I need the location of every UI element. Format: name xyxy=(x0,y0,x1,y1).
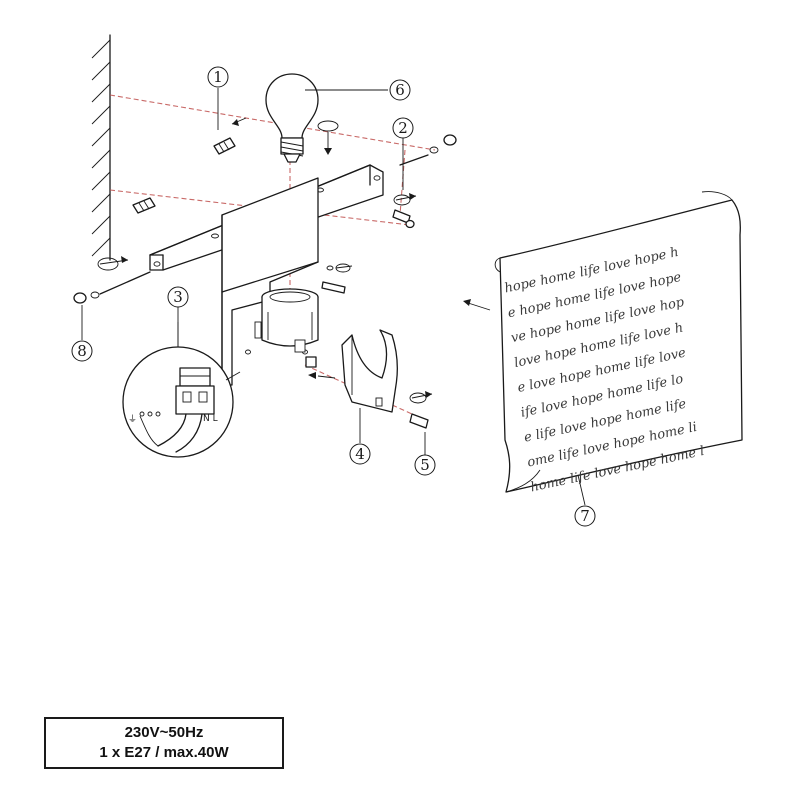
back-plate xyxy=(221,177,334,386)
light-bulb xyxy=(265,73,339,163)
svg-text:3: 3 xyxy=(173,288,183,306)
callout-3: 3 xyxy=(167,286,189,308)
callout-leaders xyxy=(81,88,586,506)
callout-7: 7 xyxy=(574,505,596,527)
wall-plug-middle xyxy=(132,197,156,214)
screw-rotation-icon xyxy=(317,120,339,155)
wall xyxy=(91,34,129,271)
svg-text:1: 1 xyxy=(213,68,223,86)
callout-6: 6 xyxy=(389,79,411,101)
spec-bulb: 1 x E27 / max.40W xyxy=(99,744,229,761)
screw-bracket xyxy=(392,193,417,229)
lamp-socket xyxy=(261,288,319,353)
spec-voltage: 230V~50Hz xyxy=(124,724,204,741)
svg-text:6: 6 xyxy=(395,81,405,99)
callout-2: 2 xyxy=(392,117,414,139)
svg-text:2: 2 xyxy=(398,119,408,137)
screw-right xyxy=(399,134,457,166)
callout-8: 8 xyxy=(71,340,93,362)
wiring-detail: ⏚ N L xyxy=(122,322,241,458)
svg-text:5: 5 xyxy=(420,456,430,474)
svg-text:4: 4 xyxy=(355,445,365,463)
shade-holder xyxy=(305,329,398,413)
callout-1: 1 xyxy=(207,66,229,88)
lamp-shade: hope home life love hope h e hope home l… xyxy=(463,191,743,495)
ground-symbol: ⏚ xyxy=(128,414,137,425)
callout-5: 5 xyxy=(414,454,436,476)
rotation-arrow-icon xyxy=(97,256,129,271)
terminal-labels: N L xyxy=(203,414,218,424)
rotation-arrow-icon-2 xyxy=(393,193,417,206)
screw-left xyxy=(73,271,151,304)
svg-text:7: 7 xyxy=(580,507,590,525)
rotation-arrow-icon-3 xyxy=(409,391,433,404)
callout-4: 4 xyxy=(349,443,371,465)
wall-plug-top xyxy=(213,117,247,155)
svg-text:8: 8 xyxy=(77,342,87,360)
spec-box: 230V~50Hz 1 x E27 / max.40W xyxy=(44,717,284,769)
shade-direction-arrow-icon xyxy=(463,299,491,311)
screw-holder xyxy=(409,391,433,429)
screw-center xyxy=(321,263,353,294)
